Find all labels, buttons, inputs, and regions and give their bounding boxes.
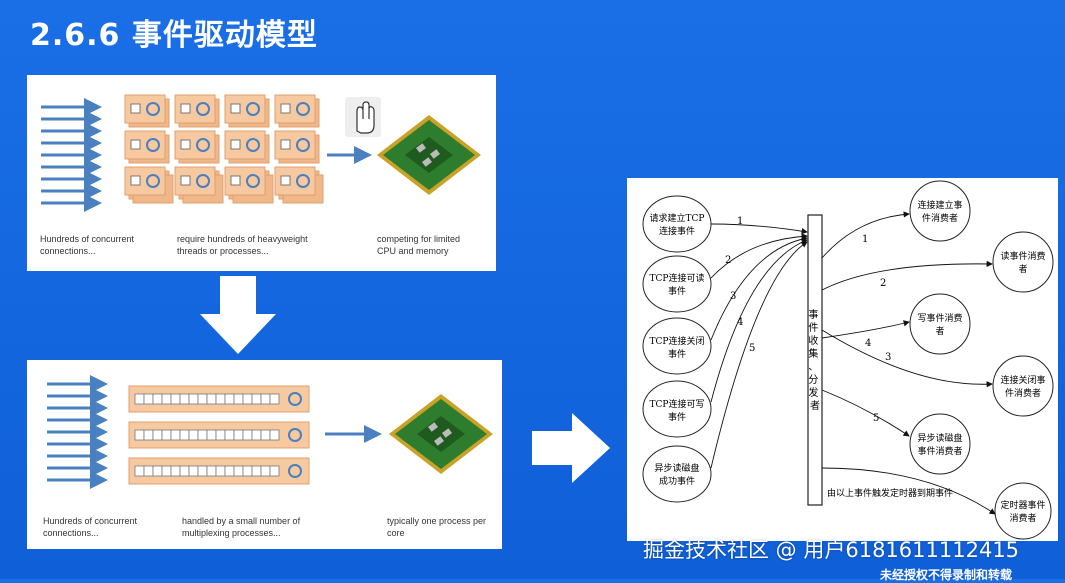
- edge-source-5: [710, 241, 808, 469]
- cpu-chip-icon: [389, 394, 493, 474]
- multiplexing-processes: [128, 385, 310, 485]
- thread-stacks: [124, 94, 324, 204]
- caption-cpu: typically one process per core: [387, 516, 487, 538]
- panel-event-multiplexing: Hundreds of concurrent connections... ha…: [27, 360, 502, 549]
- edge-number-5: 5: [749, 343, 755, 354]
- edge-source-1: [710, 223, 808, 235]
- source-node-1: 请求建立TCP 连接事件: [642, 195, 712, 253]
- edge-consumer-3: [821, 329, 993, 388]
- edge-consumer-4: [821, 320, 910, 339]
- consumer-node-6: 定时器事件 消费者: [994, 482, 1052, 540]
- consumer-node-1: 连接建立事 件消费者: [909, 180, 971, 242]
- connection-arrows: [41, 98, 102, 212]
- multiplexing-illustration: [47, 375, 493, 489]
- timer-note: 由以上事件触发定时器到期事件: [827, 487, 953, 499]
- edge-consumer-5: [821, 389, 910, 437]
- consumer-edge-number-3: 3: [885, 352, 891, 363]
- consumer-edge-number-5: 5: [873, 413, 879, 424]
- copyright-notice: 未经授权不得录制和转载: [880, 568, 1013, 582]
- edge-source-4: [710, 239, 808, 403]
- edge-source-3: [710, 235, 808, 341]
- caption-connections: Hundreds of concurrent connections...: [43, 516, 138, 538]
- consumer-node-3: 写事件消费 者: [909, 293, 971, 355]
- source-node-2: TCP连接可读 事件: [642, 255, 712, 313]
- right-arrow-icon: [532, 413, 610, 483]
- caption-cpu: competing for limited CPU and memory: [377, 234, 461, 256]
- consumer-label-6b: 消费者: [1009, 512, 1036, 524]
- source-label-2b: 事件: [668, 285, 686, 297]
- source-label-4a: TCP连接可写: [650, 398, 705, 410]
- connection-arrows: [47, 375, 108, 489]
- edge-consumer-2: [821, 260, 993, 291]
- consumer-edge-number-2: 2: [880, 278, 886, 289]
- panel-thread-per-connection: Hundreds of concurrent connections... re…: [27, 75, 496, 271]
- consumer-label-5b: 事件消费者: [917, 445, 962, 457]
- edge-source-2: [710, 233, 808, 279]
- consumer-label-6a: 定时器事件: [1000, 499, 1045, 511]
- consumer-label-1a: 连接建立事: [917, 199, 962, 211]
- cpu-chip-icon: [377, 115, 481, 195]
- source-label-1a: 请求建立TCP: [650, 212, 705, 224]
- consumer-node-2: 读事件消费 者: [992, 231, 1054, 293]
- slide-title: 2.6.6 事件驱动模型: [30, 18, 318, 53]
- source-label-5a: 异步读磁盘: [654, 462, 699, 474]
- source-label-3a: TCP连接关闭: [650, 335, 705, 347]
- source-node-3: TCP连接关闭 事件: [642, 317, 712, 375]
- consumer-label-5a: 异步读磁盘: [917, 432, 962, 444]
- consumer-edge-number-1: 1: [862, 234, 868, 245]
- down-arrow-icon: [200, 276, 276, 354]
- caption-threads: require hundreds of heavyweight threads …: [177, 234, 308, 256]
- consumer-node-4: 连接关闭事 件消费者: [992, 355, 1054, 417]
- source-label-3b: 事件: [668, 348, 686, 360]
- panel-event-dispatcher-diagram: 请求建立TCP 连接事件 TCP连接可读 事件 TCP连接关闭 事件 TCP连接…: [627, 178, 1058, 541]
- consumer-label-3a: 写事件消费: [917, 312, 962, 324]
- watermark-text: 掘金技术社区 @ 用户6181611112415: [643, 538, 1020, 562]
- caption-connections: Hundreds of concurrent connections...: [40, 234, 135, 256]
- source-label-4b: 事件: [668, 411, 686, 423]
- consumer-label-2b: 者: [1018, 264, 1027, 275]
- source-label-2a: TCP连接可读: [650, 272, 705, 284]
- source-node-4: TCP连接可写 事件: [642, 380, 712, 438]
- consumer-label-4b: 件消费者: [1005, 387, 1041, 399]
- dispatcher-bar: [807, 214, 823, 506]
- dispatcher-label: 事 件 收 集 、 分 发 者: [808, 308, 821, 412]
- consumer-node-5: 异步读磁盘 事件消费者: [909, 413, 971, 475]
- source-node-5: 异步读磁盘 成功事件: [642, 445, 712, 503]
- source-label-5b: 成功事件: [659, 475, 695, 487]
- consumer-label-4a: 连接关闭事: [1000, 374, 1045, 386]
- edge-timer: [821, 467, 996, 515]
- edge-number-1: 1: [737, 216, 743, 227]
- hand-cursor-icon: [345, 97, 381, 137]
- consumer-label-2a: 读事件消费: [1000, 250, 1045, 262]
- consumer-edge-number-4: 4: [865, 338, 871, 349]
- edge-number-2: 2: [725, 255, 731, 266]
- source-label-1b: 连接事件: [659, 225, 695, 237]
- thread-model-illustration: [41, 94, 481, 212]
- edge-number-3: 3: [730, 291, 736, 302]
- edge-number-4: 4: [737, 317, 743, 328]
- consumer-label-3b: 者: [935, 326, 944, 337]
- edge-consumer-1: [821, 211, 910, 259]
- caption-multiplexing: handled by a small number of multiplexin…: [182, 516, 301, 538]
- consumer-label-1b: 件消费者: [922, 212, 958, 224]
- event-dispatcher-diagram: 请求建立TCP 连接事件 TCP连接可读 事件 TCP连接关闭 事件 TCP连接…: [642, 180, 1054, 540]
